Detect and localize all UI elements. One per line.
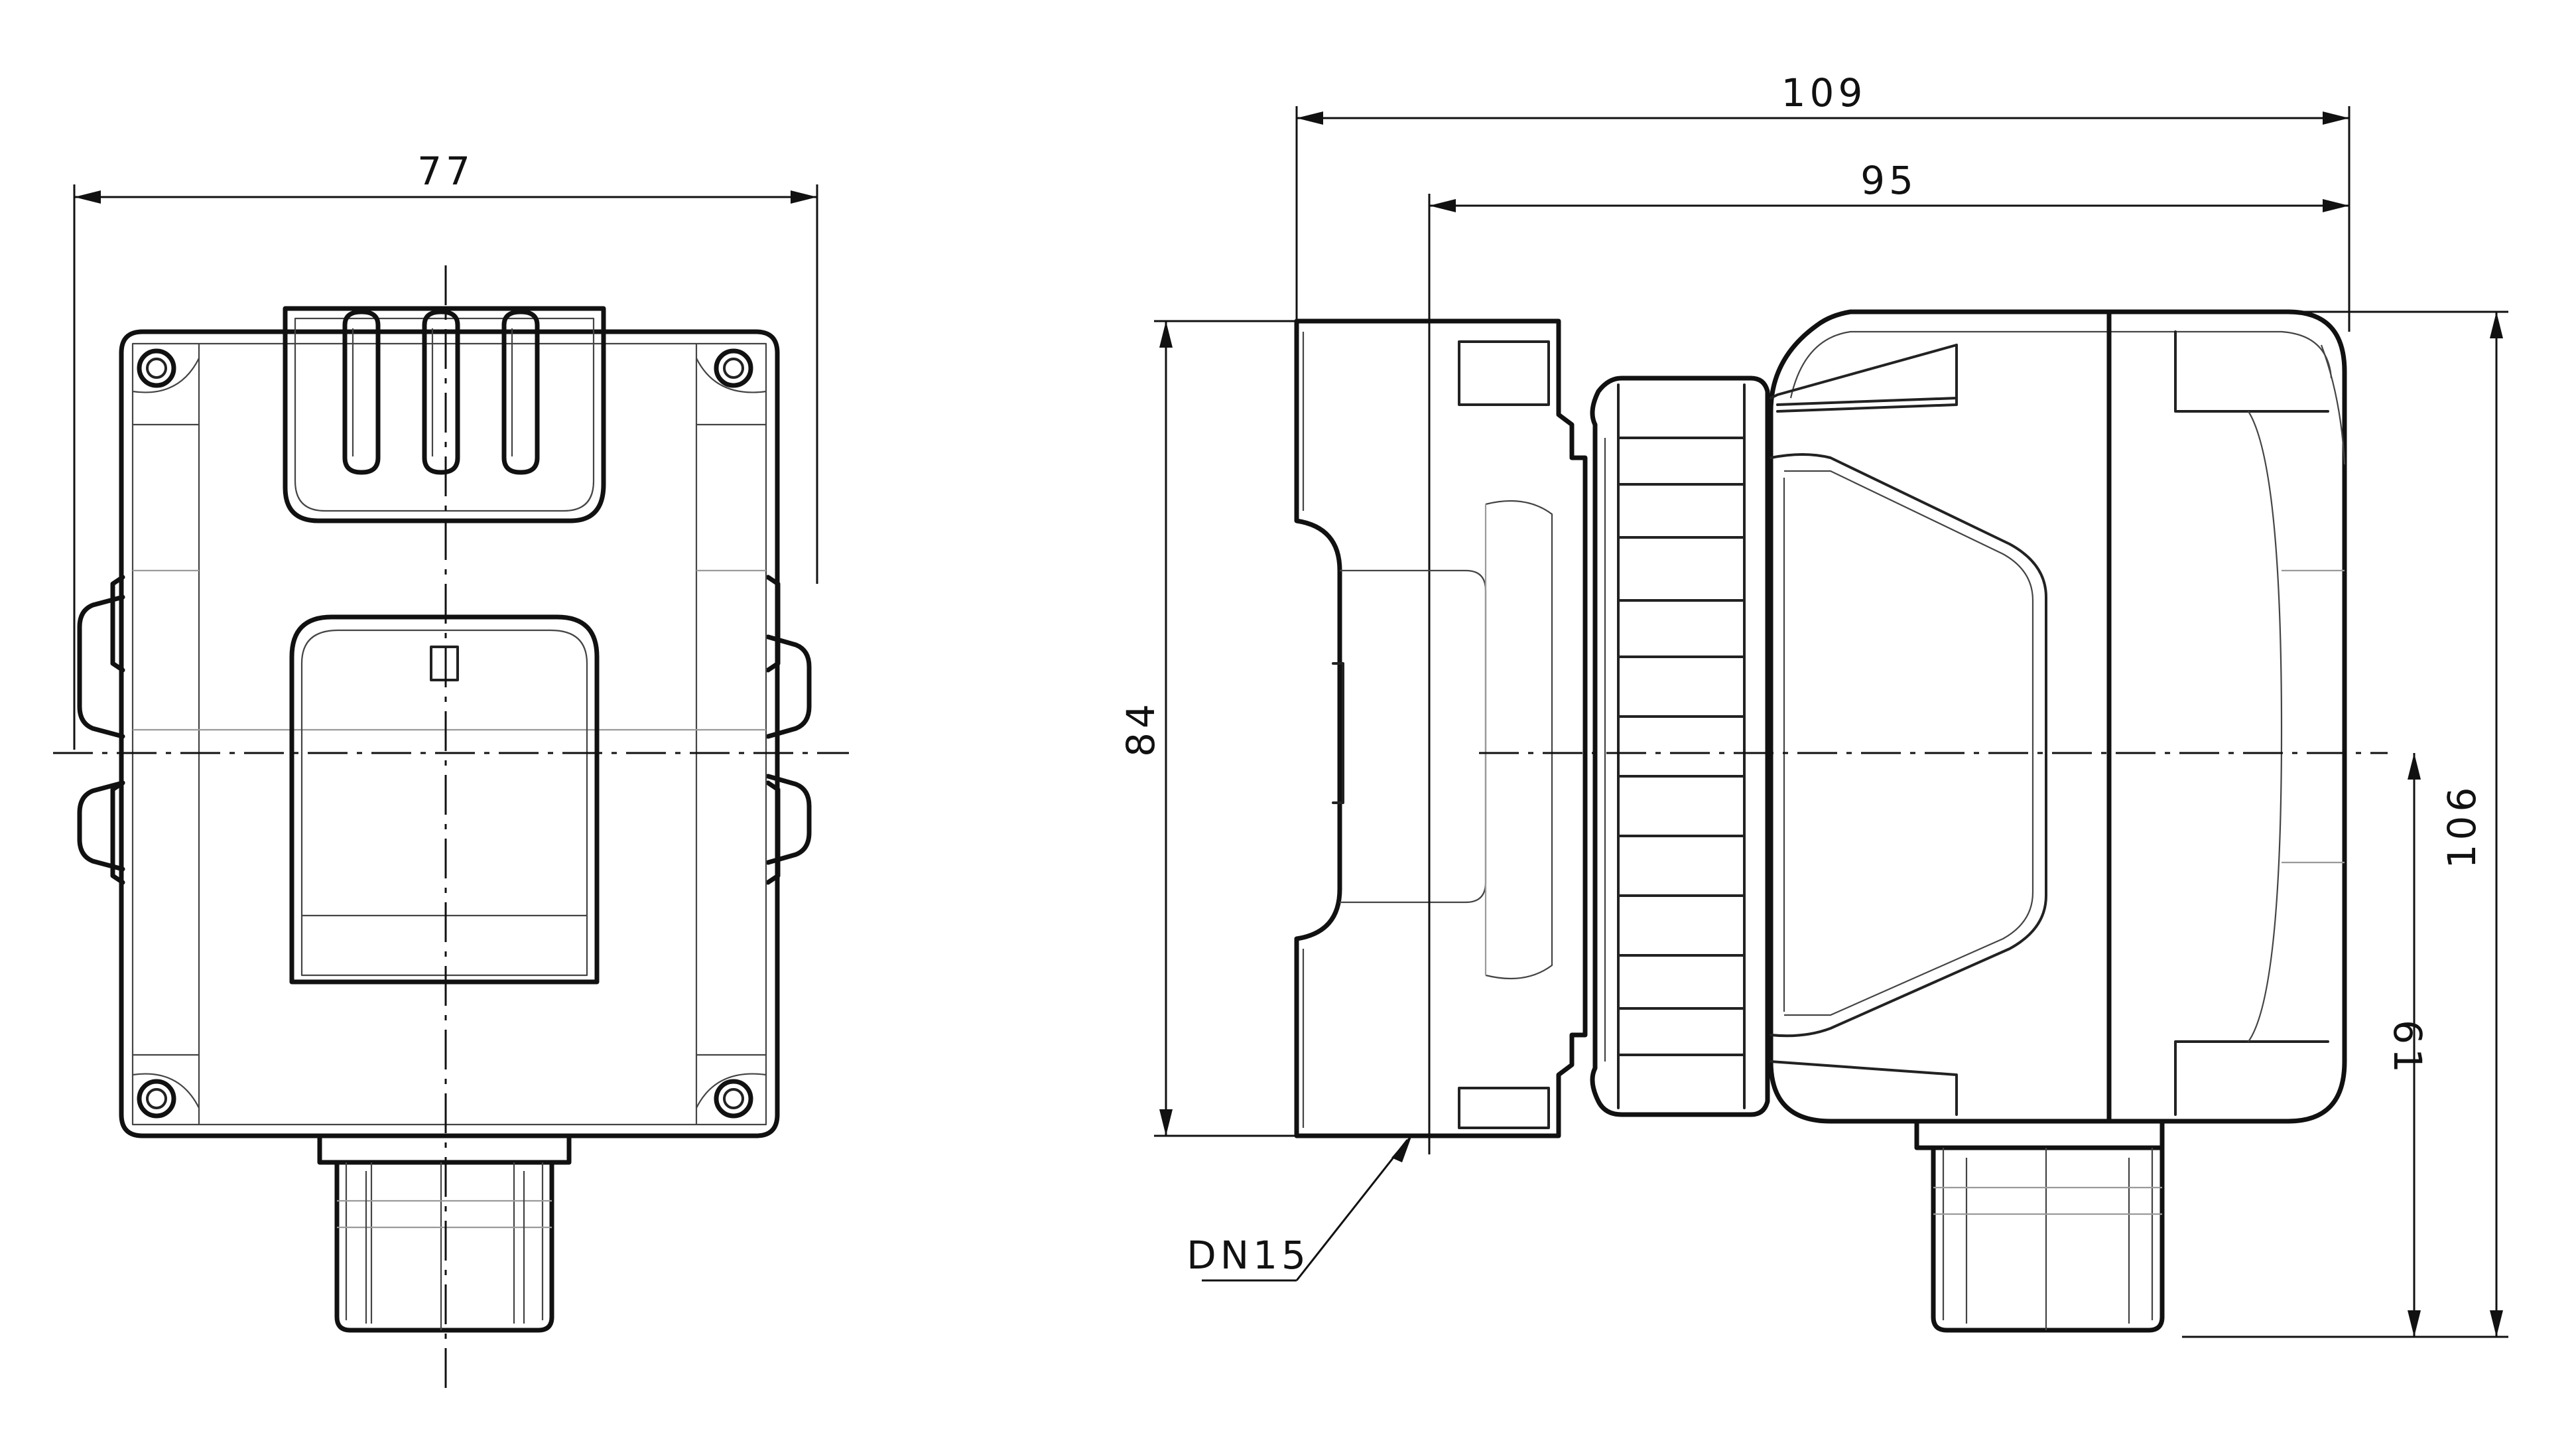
dim-label-61: 61	[2385, 1020, 2430, 1077]
dim-label-95: 95	[1860, 158, 1917, 203]
dim-label-77: 77	[417, 149, 474, 194]
front-cable-gland	[317, 1133, 572, 1333]
corner-screws	[132, 348, 767, 1119]
motor-housing	[1768, 309, 2347, 1124]
display-window	[289, 614, 600, 985]
dimension-front-width: 77	[73, 149, 818, 750]
dimension-flange-height: 84	[1118, 320, 1297, 1137]
dim-label-106: 106	[2439, 784, 2484, 869]
dimension-total-length: 109	[1295, 70, 2351, 332]
dimension-pump-length: 95	[1428, 158, 2349, 1154]
top-vent-block	[283, 306, 606, 523]
side-cable-gland	[1914, 1119, 2165, 1333]
dimension-axis-to-bottom: 61	[2385, 753, 2430, 1337]
front-housing-outline	[119, 329, 780, 1138]
union-nut	[1590, 376, 1770, 1117]
dn15-leader: DN15	[1187, 1133, 1413, 1282]
pump-body-flange	[1294, 318, 1588, 1138]
dim-label-109: 109	[1781, 70, 1867, 115]
dim-label-84: 84	[1118, 700, 1163, 757]
side-view: 109 95 84 106	[1118, 70, 2508, 1338]
front-view: 77	[53, 149, 849, 1393]
dn15-label: DN15	[1187, 1233, 1310, 1278]
